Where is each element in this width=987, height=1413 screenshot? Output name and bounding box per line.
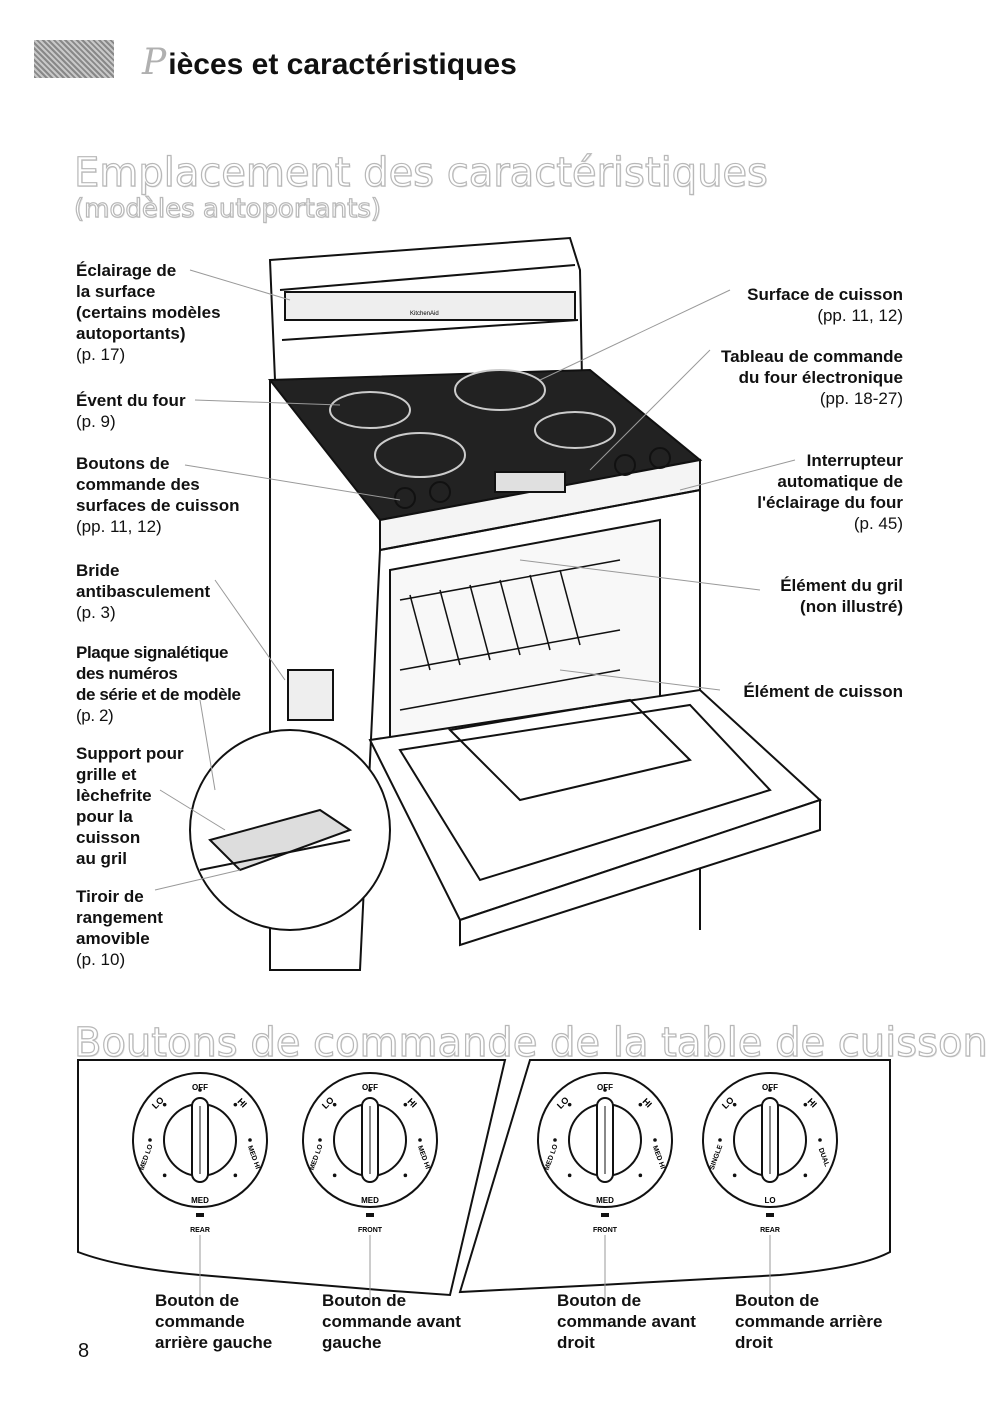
knob-tick-dot: [318, 1138, 322, 1142]
knob-position-label: FRONT: [593, 1227, 618, 1234]
knob-tick-dot: [732, 1102, 737, 1107]
knob-bottom-label: MED: [596, 1196, 614, 1205]
knob-position-marker: [601, 1213, 609, 1217]
knob-tick-dot: [368, 1088, 372, 1092]
knob-tick-dot: [732, 1173, 737, 1178]
section-subheading-models: (modèles autoportants): [73, 193, 382, 224]
page-title: Pièces et caractéristiques: [142, 42, 517, 83]
knob-tick-dot: [768, 1088, 772, 1092]
knob-tick-dot: [403, 1102, 408, 1107]
title-rest: ièces et caractéristiques: [168, 48, 517, 81]
label-bake-element: Élément de cuisson: [743, 682, 903, 701]
knob-tick-dot: [803, 1102, 808, 1107]
knob-tick-dot: [233, 1173, 238, 1178]
knob-tick-dot: [233, 1102, 238, 1107]
header-decoration-image: [34, 40, 114, 78]
knob-position-label: FRONT: [358, 1227, 383, 1234]
knob-tick-dot: [653, 1138, 657, 1142]
caption-left-rear-knob: Bouton de commande arrière gauche: [155, 1291, 273, 1352]
knob-off-label: OFF: [192, 1083, 208, 1092]
label-anti-tip-bracket: Bride antibasculement(p. 3): [76, 561, 211, 622]
label-cooktop-surface: Surface de cuisson(pp. 11, 12): [747, 285, 903, 325]
knob-position-label: REAR: [190, 1227, 210, 1234]
title-initial: P: [142, 42, 167, 83]
page-header: Pièces et caractéristiques: [34, 40, 954, 90]
label-serial-plate: Plaque signalétique des numéros de série…: [76, 643, 241, 725]
knob-position-marker: [766, 1213, 774, 1217]
knob-tick-dot: [162, 1173, 167, 1178]
knob-off-label: OFF: [362, 1083, 378, 1092]
knob-tick-dot: [162, 1102, 167, 1107]
label-surface-control-knobs: Boutons de commande des surfaces de cuis…: [76, 454, 240, 536]
section-heading-cooktop-knobs: Boutons de commande de la table de cuiss…: [73, 1019, 987, 1066]
knob-bottom-label: MED: [191, 1196, 209, 1205]
knob-tick-dot: [638, 1102, 643, 1107]
caption-right-front-knob: Bouton de commande avant droit: [557, 1291, 696, 1352]
knob-position-marker: [196, 1213, 204, 1217]
page-number: 8: [78, 1340, 90, 1362]
caption-left-front-knob: Bouton de commande avant gauche: [322, 1291, 461, 1352]
knob-tick-dot: [418, 1138, 422, 1142]
knob-tick-dot: [148, 1138, 152, 1142]
range-illustration: KitchenAid: [154, 236, 822, 971]
knob-bottom-label: MED: [361, 1196, 379, 1205]
knob-tick-dot: [718, 1138, 722, 1142]
label-broil-element: Élément du gril (non illustré): [780, 576, 903, 616]
knob-off-label: OFF: [597, 1083, 613, 1092]
knob-position-label: REAR: [760, 1227, 780, 1234]
knob-tick-dot: [403, 1173, 408, 1178]
knob-tick-dot: [803, 1173, 808, 1178]
label-oven-light-switch: Interrupteur automatique de l'éclairage …: [757, 451, 903, 533]
knob-tick-dot: [567, 1102, 572, 1107]
knob-tick-dot: [332, 1173, 337, 1178]
section-heading-location: Emplacement des caractéristiques: [73, 149, 768, 196]
caption-right-rear-knob: Bouton de commande arrière droit: [735, 1291, 883, 1352]
label-broiler-pan-rack: Support pour grille et lèchefrite pour l…: [76, 744, 184, 868]
knob-position-marker: [366, 1213, 374, 1217]
label-oven-vent: Évent du four(p. 9): [76, 391, 186, 431]
knob-tick-dot: [567, 1173, 572, 1178]
knob-off-label: OFF: [762, 1083, 778, 1092]
knob-tick-dot: [603, 1088, 607, 1092]
label-electronic-control-panel: Tableau de commande du four électronique…: [720, 347, 903, 408]
knob-tick-dot: [638, 1173, 643, 1178]
knob-tick-dot: [198, 1088, 202, 1092]
knob-tick-dot: [818, 1138, 822, 1142]
knob-tick-dot: [332, 1102, 337, 1107]
label-surface-light: Éclairage de la surface (certains modèle…: [76, 261, 221, 364]
knob-tick-dot: [553, 1138, 557, 1142]
label-storage-drawer: Tiroir de rangement amovible(p. 10): [76, 887, 163, 969]
knob-bottom-label: LO: [764, 1196, 775, 1205]
knob-tick-dot: [248, 1138, 252, 1142]
range-brand-label: KitchenAid: [410, 311, 439, 317]
